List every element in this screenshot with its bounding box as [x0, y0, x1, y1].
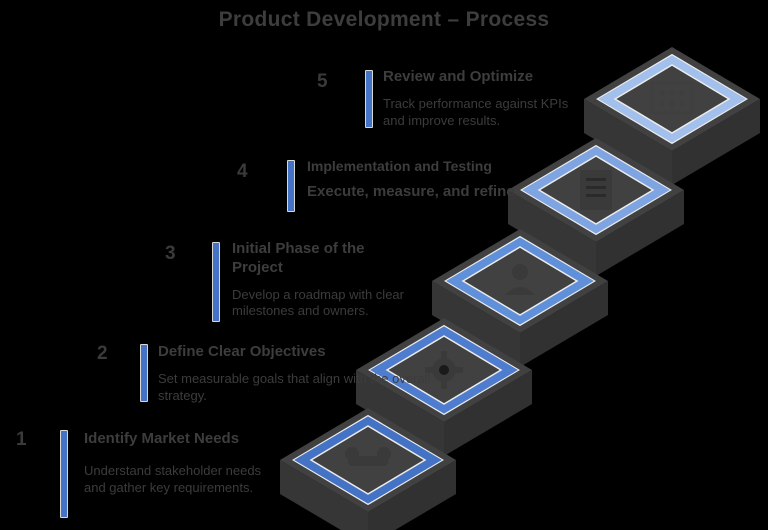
step-number: 5 — [317, 71, 328, 92]
checklist-icon — [580, 170, 612, 210]
step-divider-bar — [140, 344, 148, 402]
diamond — [522, 146, 670, 234]
step-number: 4 — [237, 161, 248, 182]
diamond-outline — [596, 53, 748, 145]
diamond-inner-outline — [385, 335, 503, 405]
step-title: Initial Phase of the Project — [232, 240, 365, 276]
step-5-tile — [584, 47, 760, 185]
diamond-inner-outline — [537, 155, 655, 225]
diamond-outline — [444, 235, 596, 327]
page-title: Product Development – Process — [218, 8, 550, 31]
step-number: 3 — [165, 243, 176, 264]
step-title: Define Clear Objectives — [158, 343, 326, 360]
person-icon — [505, 264, 535, 295]
diamond-inner-outline — [461, 246, 579, 316]
diamond-outline — [292, 414, 444, 506]
diamond-inner-outline — [613, 64, 731, 134]
step-number: 1 — [16, 429, 27, 450]
team-grid-icon — [650, 81, 694, 115]
diamond — [446, 237, 594, 325]
diamond-outline — [368, 324, 520, 416]
step-1-tile — [280, 408, 456, 530]
step-divider-bar — [365, 70, 373, 128]
diamond-inner-outline — [309, 425, 427, 495]
handshake-icon — [345, 447, 391, 466]
diamond — [598, 55, 746, 143]
step-description: Develop a roadmap with clear milestones … — [232, 286, 404, 319]
step-divider-bar — [60, 430, 68, 518]
gear-icon — [425, 351, 463, 389]
step-divider-bar — [212, 242, 220, 322]
step-title: Review and Optimize — [383, 68, 534, 85]
step-description: Set measurable goals that align with the… — [158, 370, 431, 403]
step-title: Identify Market Needs — [84, 430, 240, 447]
diamond — [294, 416, 442, 504]
diamond-outline — [520, 144, 672, 236]
step-description: Track performance against KPIs and impro… — [383, 95, 569, 128]
step-number: 2 — [97, 343, 108, 364]
step-3-tile — [432, 229, 608, 367]
step-description: Understand stakeholder needs and gather … — [84, 462, 262, 495]
diamond — [370, 326, 518, 414]
step-description: Execute, measure, and refine. — [307, 182, 519, 200]
step-title: Implementation and Testing — [307, 158, 492, 174]
step-2-tile — [356, 318, 532, 456]
step-4-tile — [508, 138, 684, 276]
step-divider-bar — [287, 160, 295, 212]
